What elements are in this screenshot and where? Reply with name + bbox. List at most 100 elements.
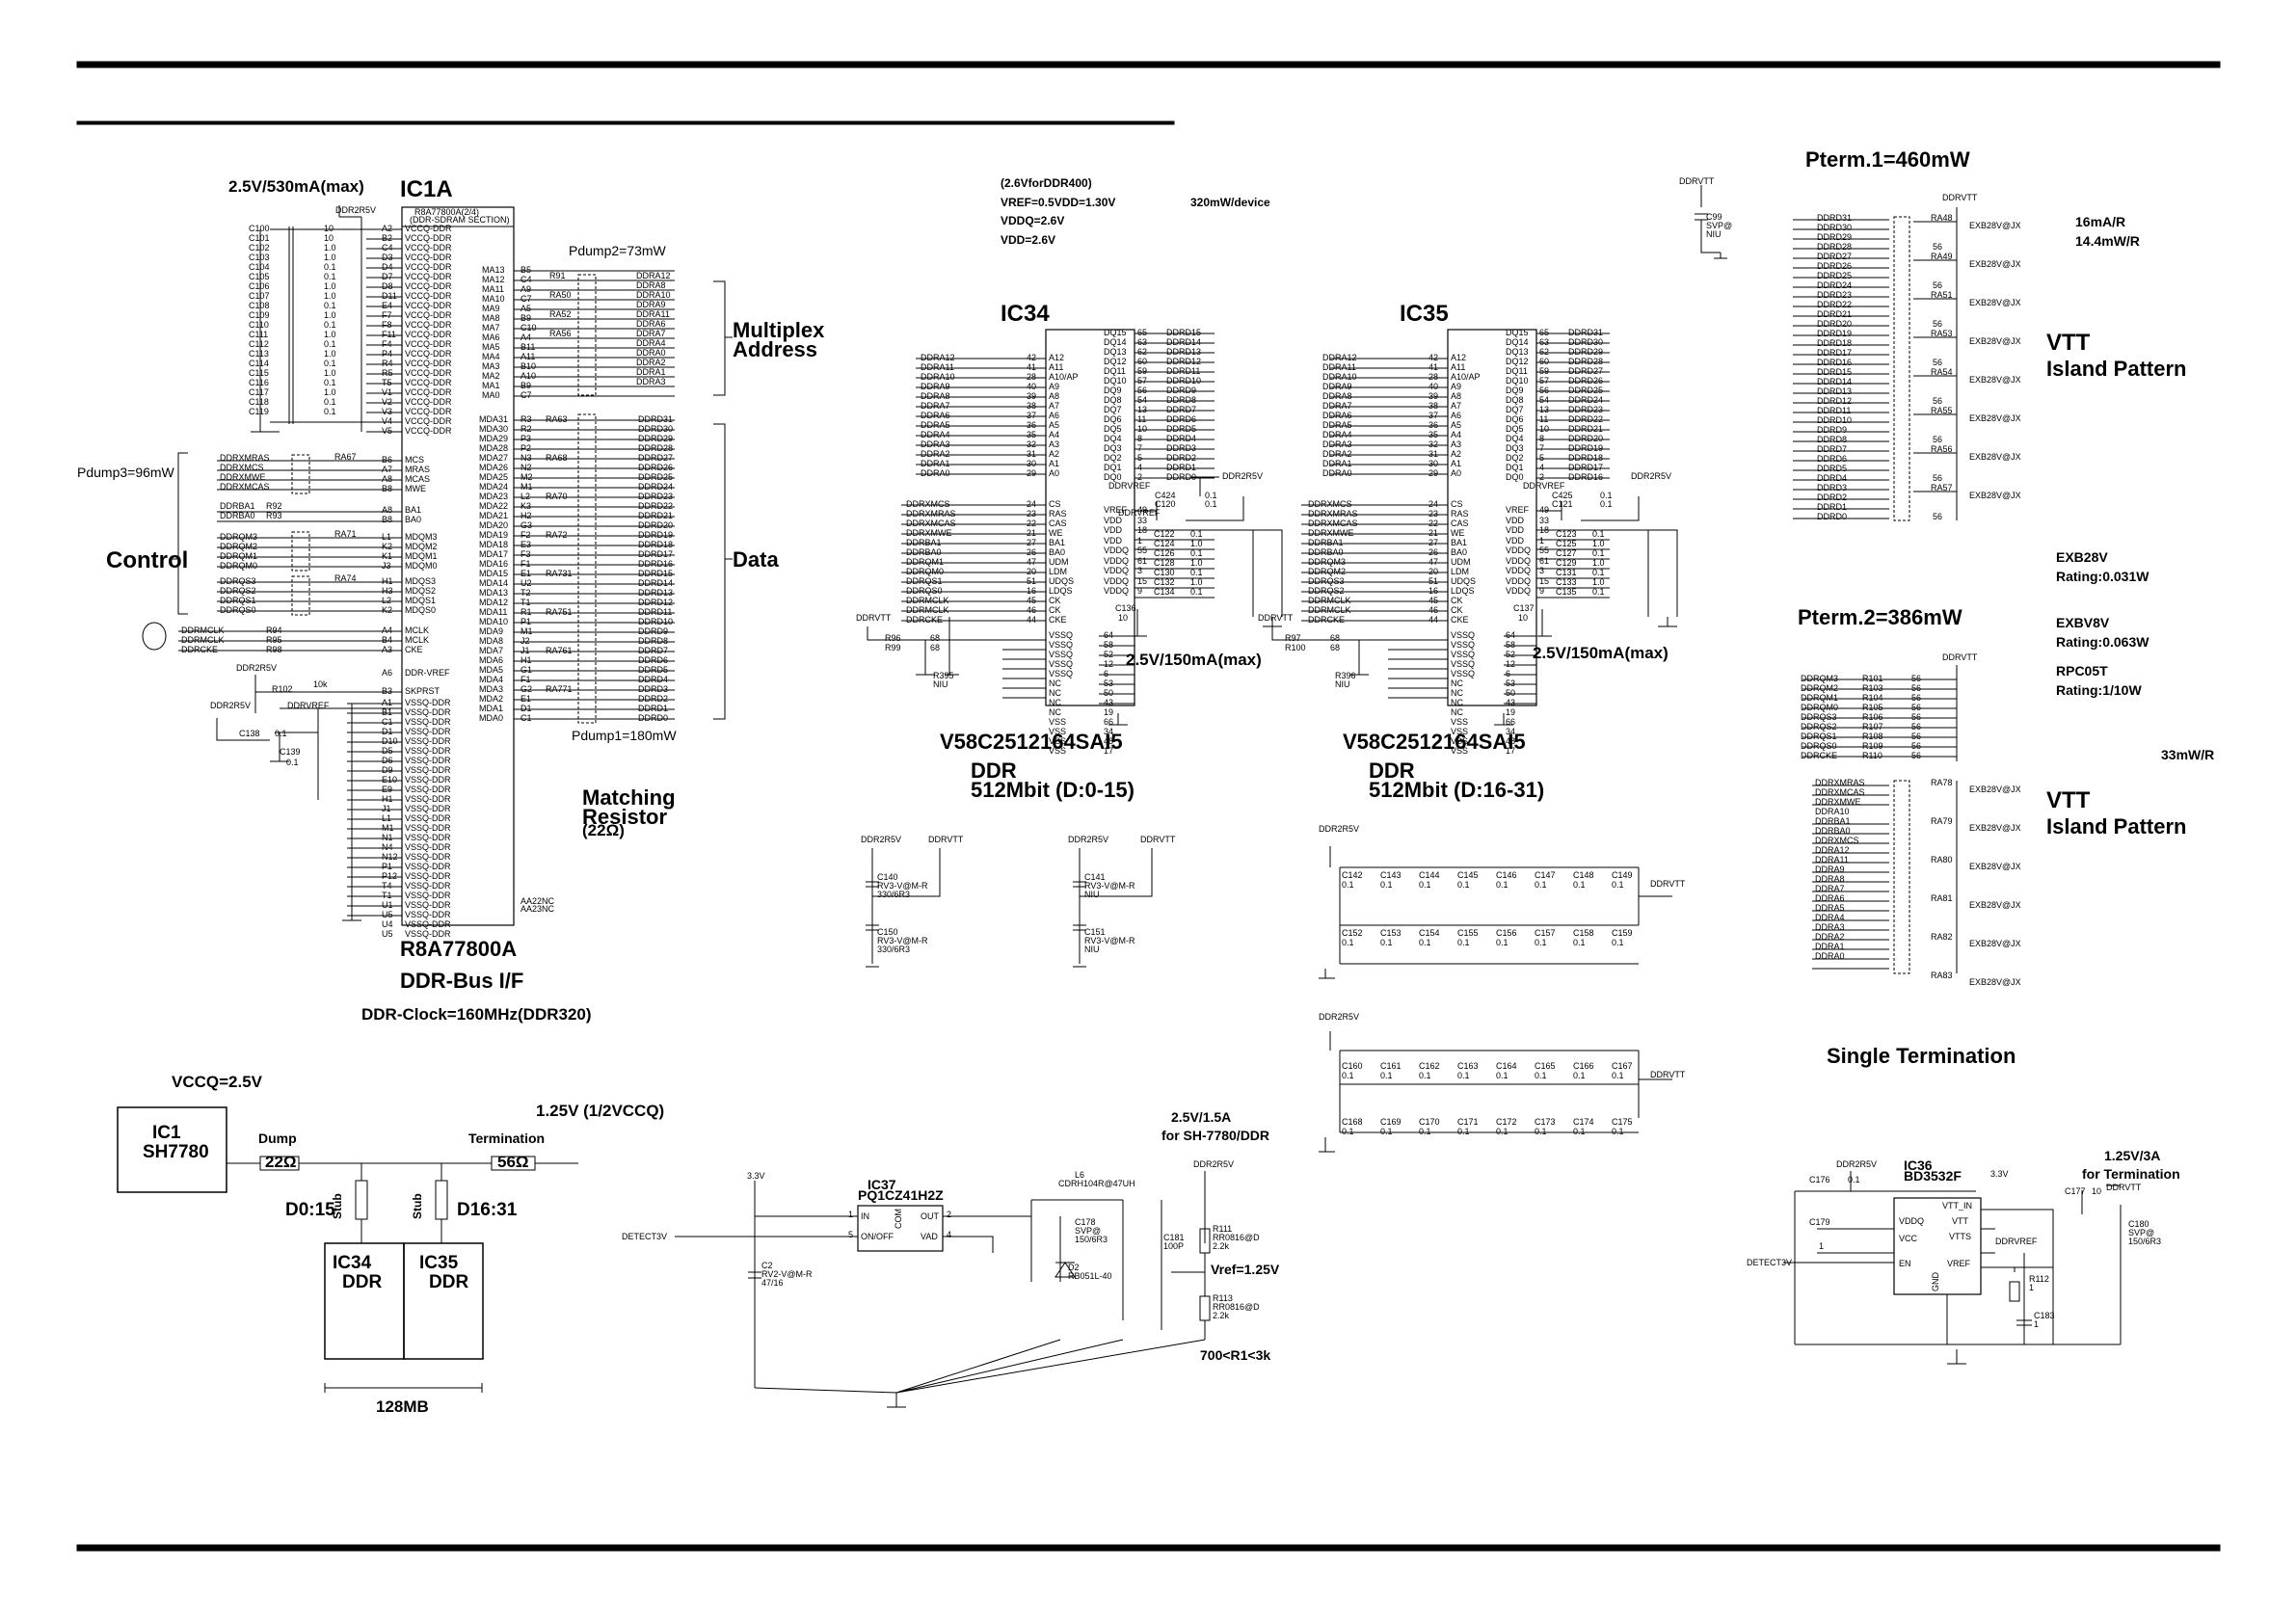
rpc05t-rating: Rating:1/10W	[2056, 682, 2142, 698]
exbv8v-rating: Rating:0.063W	[2056, 634, 2149, 650]
r112-val: 1	[2029, 1283, 2035, 1292]
vss-ball: D1	[382, 727, 393, 736]
ic35-title: IC35	[1400, 301, 1449, 327]
mda-ball: R1	[521, 607, 532, 617]
vss-ball: L1	[382, 813, 392, 823]
cap-value: 0.1	[1190, 587, 1203, 597]
mda-ball: H1	[521, 655, 532, 665]
mda-ball: P3	[521, 434, 532, 443]
vss-ball: D9	[382, 765, 393, 775]
decoupling-cap-ref: C115	[249, 368, 269, 378]
vccq-pin-name: VCCQ-DDR	[405, 233, 452, 243]
vccq-ball: E4	[382, 301, 393, 310]
ctrl-pin: LDQS	[1451, 586, 1475, 596]
vtt-array-2	[1802, 665, 1958, 761]
vdd-pin: VDDQ	[1506, 586, 1532, 596]
clk-pin: MCLK	[405, 635, 430, 645]
addr-pin: A9	[1451, 382, 1462, 391]
ctrl-net: DDRXMWE	[220, 472, 266, 482]
dq-net: DDRD17	[1568, 463, 1604, 472]
addr-pin-num: 40	[1428, 382, 1439, 391]
ic1a-nc-1: NC	[542, 896, 554, 906]
mda-pin: MDA17	[479, 549, 509, 559]
vss-pin-name: VSSQ-DDR	[405, 910, 451, 919]
small-caps-supply-1: DDR2R5V	[861, 835, 902, 844]
term-net: DDRQM3	[1801, 674, 1839, 683]
dq-pin-num: 11	[1539, 414, 1549, 424]
term-resistor-value: 56	[1911, 741, 1922, 751]
vccq-ball: A2	[382, 224, 393, 233]
ctrl-net: DDRXMRAS	[906, 509, 956, 519]
r1-range: 700<R1<3k	[1200, 1347, 1271, 1363]
addr-pin: A9	[1049, 382, 1060, 391]
vdd-pin-num: 15	[1539, 575, 1550, 586]
addr-pin-num: 39	[1027, 391, 1037, 401]
ic-aux-label: C425	[1552, 491, 1573, 500]
decoupling-cap: C126	[1154, 548, 1175, 558]
ctrl-pin-num: 27	[1428, 538, 1439, 547]
ic-aux-label: DDRVTT	[856, 613, 892, 623]
term-net: DDRQM2	[1801, 683, 1839, 693]
vss-pin-name: VSSQ-DDR	[405, 736, 451, 746]
r112-ref: R112	[2029, 1274, 2049, 1284]
vtt-island-2: Island Pattern	[2046, 814, 2187, 838]
decoupling-cap-value: 1.0	[324, 387, 336, 397]
vdd-pin-num: 9	[1539, 586, 1545, 596]
bank-cap-ref: C149	[1612, 870, 1633, 880]
dqs-ball: H1	[382, 576, 393, 586]
c2-val: 47/16	[761, 1278, 784, 1288]
bank2-supply: DDR2R5V	[1319, 1012, 1360, 1022]
ba-net: DDRBA1	[220, 501, 255, 511]
addr-net: DDRA11	[1322, 362, 1356, 372]
vtt-net: DDRD6	[1817, 454, 1848, 464]
ic1a-supply-net: DDR2R5V	[335, 205, 377, 215]
ma-pin: MA0	[482, 390, 500, 400]
bank-cap-value: 0.1	[1342, 1071, 1354, 1080]
mda-pin: MDA10	[479, 617, 509, 626]
vccq-ball: F11	[382, 330, 396, 339]
decoupling-cap-ref: C113	[249, 349, 269, 359]
vss-pin: VSSQ	[1451, 640, 1476, 650]
decoupling-cap-value: 1.0	[324, 291, 336, 301]
bank-cap-value: 0.1	[1342, 1127, 1354, 1136]
bank-cap-ref: C174	[1573, 1117, 1594, 1127]
vss-pin-name: VSSQ-DDR	[405, 765, 451, 775]
ma-pin: MA12	[482, 275, 505, 284]
vss-pin-name: VSSQ-DDR	[405, 794, 451, 804]
c151-part: RV3-V@M-R	[1084, 936, 1135, 945]
dq-pin: DQ15	[1506, 328, 1529, 337]
dq-pin-num: 13	[1137, 405, 1148, 414]
term-resistor-ref: R109	[1862, 741, 1883, 751]
dqm-pin: MDQM0	[405, 561, 438, 571]
vss-pin-num: 48	[1506, 736, 1516, 746]
ic1a-ddr2r5v-3: DDR2R5V	[210, 701, 252, 710]
dq-net: DDRD5	[1166, 424, 1197, 434]
bank-cap-value: 0.1	[1380, 880, 1393, 890]
ddrd-net: DDRD8	[638, 636, 669, 646]
decoupling-cap-value: 0.1	[324, 320, 336, 330]
dq-pin: DQ2	[1506, 453, 1524, 463]
ic34-size: 512Mbit (D:0-15)	[971, 778, 1135, 802]
ctrl-pin: LDM	[1451, 567, 1470, 576]
addr-pin: A0	[1451, 468, 1462, 478]
cap-value: 0.1	[1190, 568, 1203, 577]
vdd-pin-num: 33	[1137, 515, 1148, 525]
vdd-pin-num: 9	[1137, 586, 1143, 596]
ddrd-net: DDRD24	[638, 482, 674, 492]
dq-pin: DQ12	[1104, 357, 1127, 366]
c179-val: 1	[1819, 1241, 1825, 1251]
decoupling-cap-value: 1.0	[324, 349, 336, 359]
dq-net: DDRD6	[1166, 414, 1197, 424]
addr-net: DDRA0	[921, 468, 950, 478]
resistor-array-ref: RA51	[1931, 290, 1953, 300]
bank-cap-ref: C155	[1457, 928, 1479, 938]
vtt-net: DDRD13	[1817, 386, 1853, 396]
mda-ball: G1	[521, 665, 533, 675]
vss-pin: VSSQ	[1049, 650, 1074, 659]
addr-pin: A12	[1049, 353, 1065, 362]
block-termination: Termination	[468, 1131, 546, 1146]
ic-aux-label: NIU	[1335, 679, 1350, 689]
vss-ball: U5	[382, 910, 393, 919]
vref-note: Vref=1.25V	[1211, 1262, 1280, 1277]
ctrl-net: DDRXMCAS	[1308, 519, 1358, 528]
